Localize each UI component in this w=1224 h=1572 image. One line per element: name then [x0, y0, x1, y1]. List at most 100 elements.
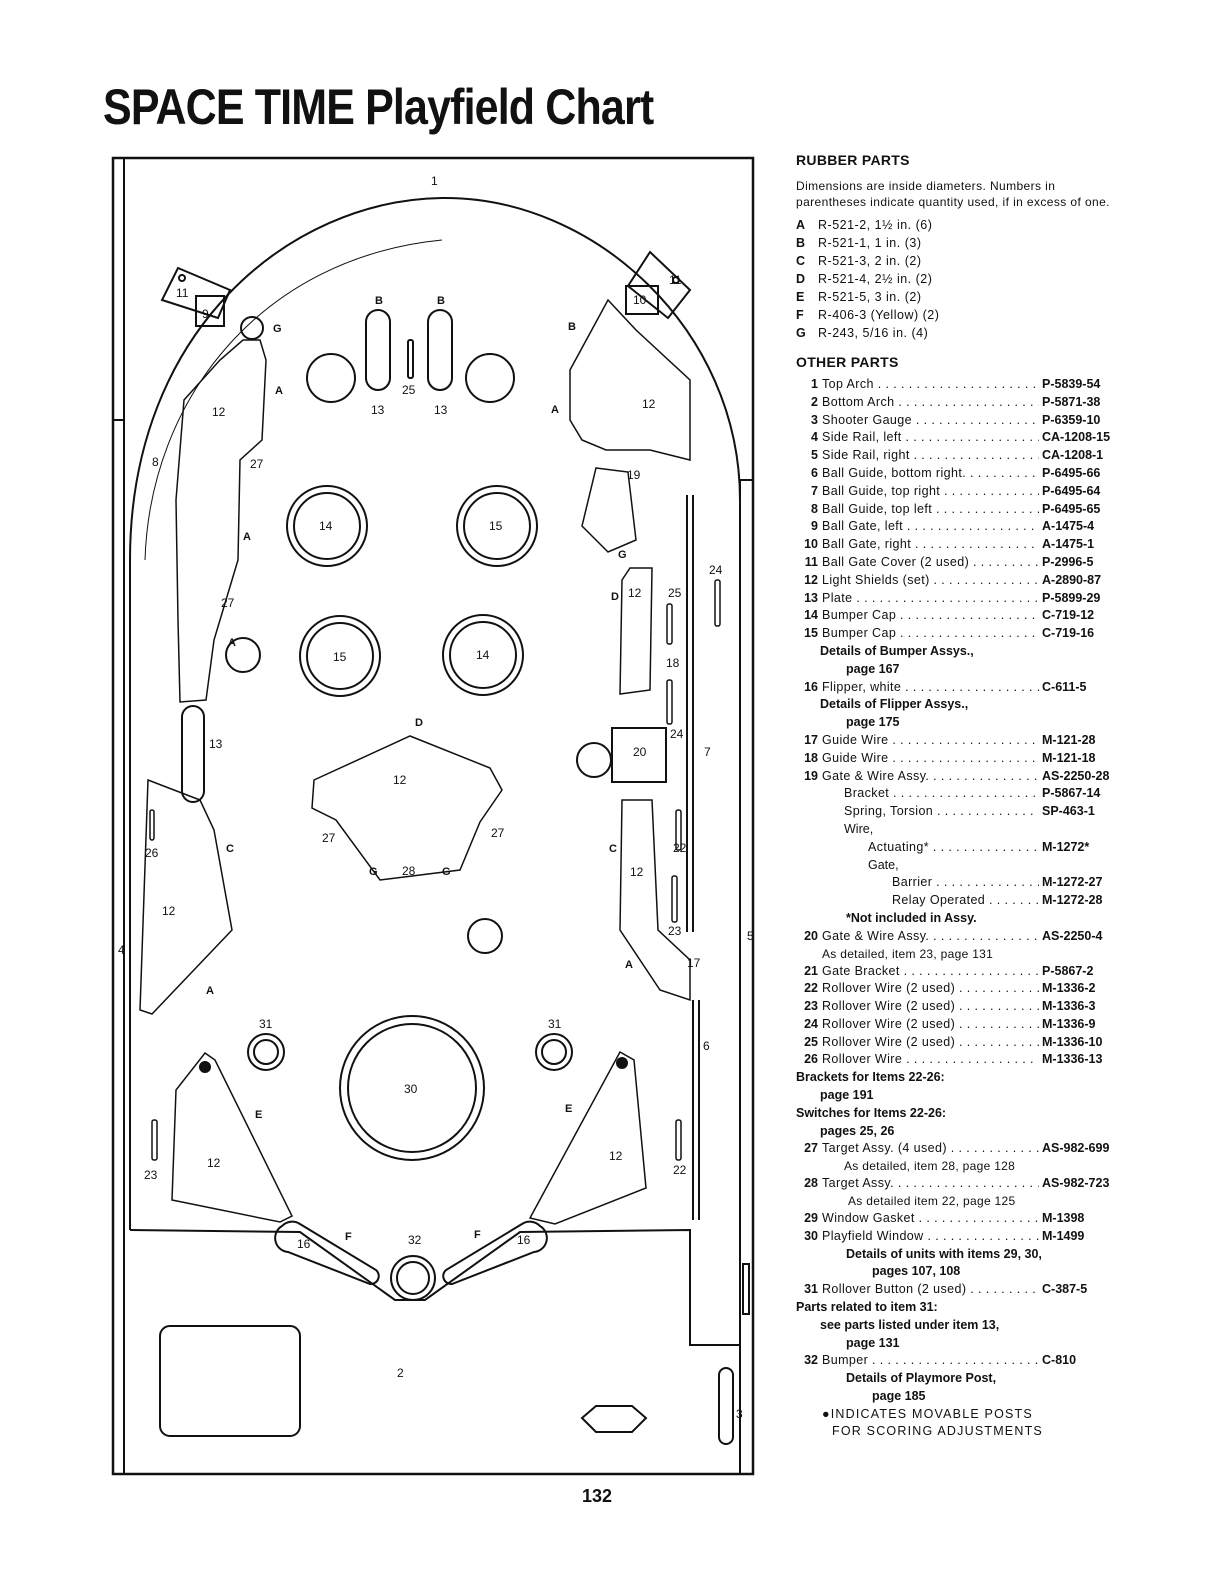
top-arch-inner	[144, 239, 443, 561]
part-description: Target Assy.	[822, 1175, 1039, 1193]
part-number: 11	[804, 554, 818, 569]
rubber-part-letter: F	[796, 308, 805, 322]
reference-note: pages 25, 26	[820, 1123, 895, 1138]
part-description: Rollover Wire (2 used)	[822, 1034, 1039, 1052]
label-27-d: 27	[491, 826, 505, 840]
sub-part-description: Spring, Torsion	[844, 803, 1039, 821]
letter-F-left: F	[345, 1231, 352, 1243]
sub-part-code: SP-463-1	[1042, 804, 1095, 819]
label-20: 20	[633, 745, 647, 759]
part-code: M-1336-3	[1042, 999, 1096, 1014]
label-27-a: 27	[250, 457, 264, 471]
part-code: P-6495-65	[1042, 501, 1101, 516]
part-code: P-6359-10	[1042, 412, 1101, 427]
bumper-15-upper	[456, 485, 538, 567]
reference-note: page 131	[846, 1335, 900, 1350]
sub-part-description: Actuating*	[868, 839, 1039, 857]
part-row: 32BumperC-810	[796, 1352, 1128, 1370]
part-code: AS-982-699	[1042, 1141, 1110, 1156]
part-code: M-1336-9	[1042, 1016, 1096, 1031]
sub-part-row: BracketP-5867-14	[796, 785, 1128, 803]
part-number: 7	[811, 483, 818, 498]
part-description: Plate	[822, 590, 1039, 608]
label-17: 17	[687, 956, 701, 970]
part-number: 22	[804, 981, 818, 996]
rubber-part-letter: G	[796, 326, 807, 340]
part-code: CA-1208-15	[1042, 430, 1111, 445]
rubber-part-spec: R-521-4, 2½ in. (2)	[818, 272, 933, 286]
letter-B-left: B	[375, 295, 383, 307]
part-code: C-719-12	[1042, 608, 1095, 623]
rollover-wires	[149, 579, 721, 1161]
part-code: AS-2250-4	[1042, 928, 1103, 943]
part-code: M-121-28	[1042, 732, 1096, 747]
reference-note: page 167	[846, 661, 900, 676]
label-15-upper: 15	[489, 519, 503, 533]
part-description: Ball Guide, bottom right.	[822, 465, 1039, 483]
bumper-15-lower	[299, 615, 381, 697]
label-22-right: 22	[673, 841, 687, 855]
letter-A-4: A	[551, 404, 559, 416]
sub-part-description: Bracket	[844, 785, 1039, 803]
part-description: Gate & Wire Assy.	[822, 768, 1039, 786]
bumper-14-lower	[442, 614, 524, 696]
label-10: 10	[633, 293, 647, 307]
part-code: P-6495-64	[1042, 483, 1101, 498]
label-27-c: 27	[322, 831, 336, 845]
label-27-b: 27	[221, 596, 235, 610]
part-number: 31	[804, 1282, 818, 1297]
movable-post-right	[616, 1057, 628, 1069]
footnote: ●INDICATES MOVABLE POSTS	[822, 1406, 1033, 1421]
plate-13-side	[181, 705, 205, 803]
letter-B-right: B	[437, 295, 445, 307]
label-24-lower: 24	[670, 727, 684, 741]
label-32: 32	[408, 1233, 422, 1247]
part-number: 16	[804, 679, 818, 694]
label-24-upper: 24	[709, 563, 723, 577]
label-19: 19	[627, 468, 641, 482]
part-description: Ball Gate Cover (2 used) .	[822, 554, 1039, 572]
part-number: 19	[804, 768, 818, 783]
label-9: 9	[202, 307, 209, 321]
letter-G-1: G	[273, 323, 282, 335]
other-parts-heading: OTHER PARTS	[796, 354, 899, 370]
label-13-a: 13	[371, 403, 385, 417]
rubber-parts-note: Dimensions are inside diameters. Numbers…	[796, 179, 1110, 209]
part-code: P-5867-2	[1042, 963, 1094, 978]
label-12-b: 12	[642, 397, 656, 411]
part-number: 23	[804, 999, 818, 1014]
part-description: Bumper Cap	[822, 625, 1039, 643]
sub-part-row: Actuating*M-1272*	[796, 839, 1128, 857]
letter-C-left: C	[226, 843, 234, 855]
post-center	[467, 918, 503, 954]
letter-G-3: G	[369, 866, 378, 878]
page-number: 132	[582, 1486, 613, 1506]
part-description: Bumper	[822, 1352, 1039, 1370]
reference-note: page 191	[820, 1088, 874, 1103]
part-description: Rollover Wire (2 used)	[822, 980, 1039, 998]
reference-note: Brackets for Items 22-26:	[796, 1070, 945, 1085]
label-1: 1	[431, 174, 438, 188]
rubber-part-letter: A	[796, 218, 806, 232]
label-7: 7	[704, 745, 711, 759]
rubber-part-spec: R-406-3 (Yellow) (2)	[818, 308, 940, 322]
label-12-g: 12	[207, 1156, 221, 1170]
letter-A-3: A	[228, 637, 236, 649]
part-code: M-1336-10	[1042, 1034, 1103, 1049]
part-code: AS-982-723	[1042, 1176, 1110, 1191]
part-code: P-2996-5	[1042, 554, 1094, 569]
